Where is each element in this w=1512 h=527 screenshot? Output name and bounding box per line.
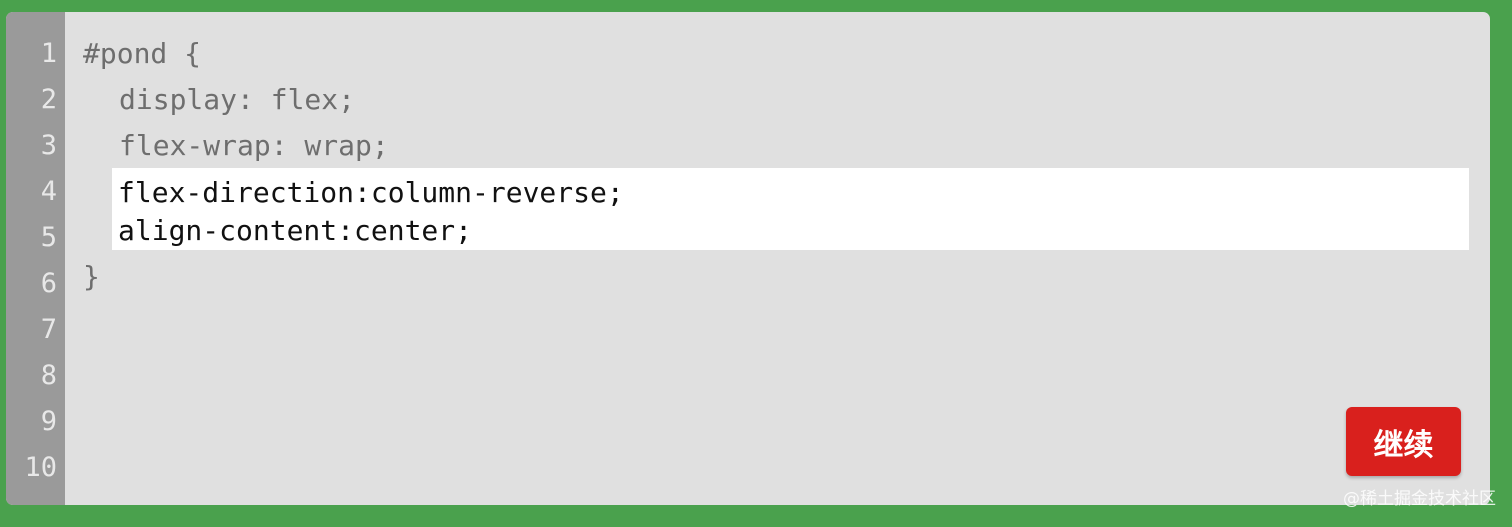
line-number: 10 bbox=[24, 452, 57, 483]
line-number: 8 bbox=[40, 360, 57, 391]
line-number: 7 bbox=[40, 314, 57, 345]
css-input[interactable]: flex-direction:column-reverse; align-con… bbox=[112, 168, 1469, 250]
watermark: @稀土掘金技术社区 bbox=[1343, 489, 1496, 509]
code-line-selector: #pond { bbox=[83, 37, 202, 70]
line-number: 1 bbox=[40, 38, 57, 69]
continue-button[interactable]: 继续 bbox=[1346, 407, 1461, 476]
code-line-display: display: flex; bbox=[119, 83, 356, 116]
line-number: 2 bbox=[40, 84, 57, 115]
line-number: 4 bbox=[40, 176, 57, 207]
code-line-closing-brace: } bbox=[83, 260, 100, 293]
line-number: 6 bbox=[40, 268, 57, 299]
line-number: 3 bbox=[40, 130, 57, 161]
line-number: 5 bbox=[40, 222, 57, 253]
line-number: 9 bbox=[40, 406, 57, 437]
code-editor: 1 2 3 4 5 6 7 8 9 10 #pond { display: fl… bbox=[6, 12, 1490, 505]
line-number-gutter: 1 2 3 4 5 6 7 8 9 10 bbox=[6, 12, 65, 505]
code-line-flex-wrap: flex-wrap: wrap; bbox=[119, 129, 389, 162]
